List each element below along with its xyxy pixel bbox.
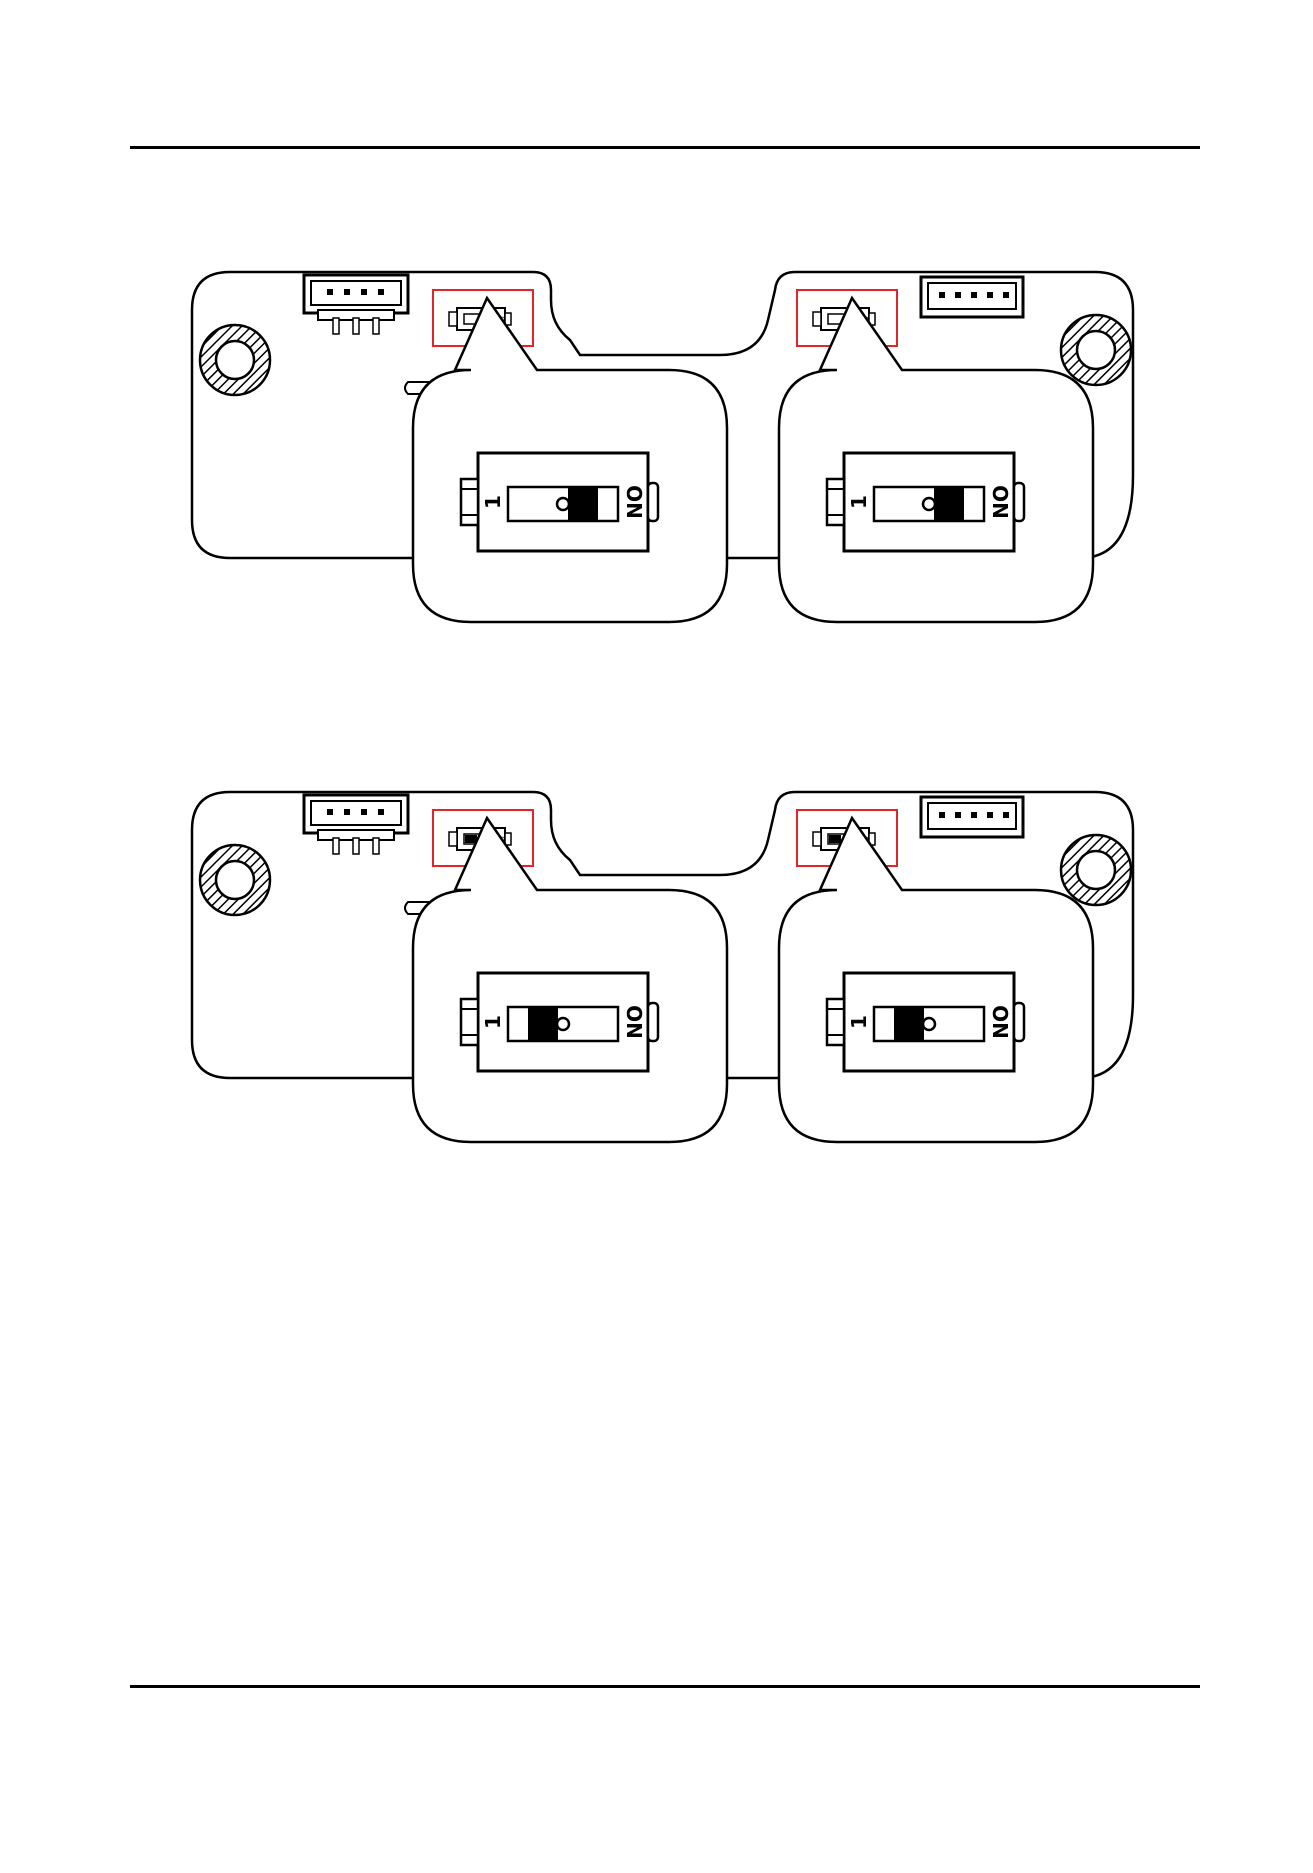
connector-pin-dot: [361, 289, 367, 295]
connector-pin-dot: [378, 809, 384, 815]
connector-pin-dot: [344, 809, 350, 815]
connector-leg: [373, 838, 379, 854]
mounting-hole: [1077, 331, 1115, 369]
switch-right-tab: [1014, 1003, 1024, 1041]
connector-right: [921, 277, 1023, 317]
switch-left-tab: [827, 479, 844, 525]
connector-leg: [353, 838, 359, 854]
connector-pin-dot: [971, 812, 977, 818]
connector-leg: [373, 318, 379, 334]
switch-knob: [934, 487, 964, 521]
switch-knob-dot: [923, 1018, 935, 1030]
switch-knob-dot: [557, 1018, 569, 1030]
header-rule: [130, 146, 1200, 149]
connector-leg: [353, 318, 359, 334]
mounting-hole: [216, 861, 254, 899]
mounting-hole: [1077, 851, 1115, 889]
diagram-svg: ONON1ON1ON: [0, 780, 1313, 1180]
connector-pin-dot: [939, 292, 945, 298]
footer-rule: [130, 1685, 1200, 1688]
connector-pin-dot: [987, 292, 993, 298]
small-switch-tab-left: [813, 312, 821, 326]
connector-pin-dot: [939, 812, 945, 818]
connector-pin-dot: [955, 292, 961, 298]
switch-knob-dot: [557, 498, 569, 510]
connector-pin-dot: [327, 809, 333, 815]
connector-pin-dot: [1003, 292, 1009, 298]
switch-knob-dot: [923, 498, 935, 510]
switch-right-tab: [1014, 483, 1024, 521]
connector-leg: [333, 838, 339, 854]
switch-knob: [894, 1007, 924, 1041]
switch-label-1: 1: [847, 495, 871, 509]
switch-knob: [528, 1007, 558, 1041]
small-switch-knob: [829, 835, 841, 843]
connector-pin-dot: [344, 289, 350, 295]
connector-pin-dot: [987, 812, 993, 818]
switch-label-on: ON: [622, 485, 646, 519]
connector-pin-dot: [327, 289, 333, 295]
connector-pin-dot: [378, 289, 384, 295]
switch-knob: [568, 487, 598, 521]
connector-inner: [311, 281, 401, 305]
diagram-svg: ONON1ON1ON: [0, 260, 1313, 660]
mounting-hole: [216, 341, 254, 379]
switch-label-on: ON: [988, 1005, 1012, 1039]
switch-left-tab: [461, 479, 478, 525]
switch-left-tab: [827, 999, 844, 1045]
dip-switch-diagram-1: ONON1ON1ON: [0, 780, 1313, 1180]
small-switch-tab-left: [813, 832, 821, 846]
switch-label-1: 1: [481, 1015, 505, 1029]
connector-pin-dot: [971, 292, 977, 298]
switch-left-tab: [461, 999, 478, 1045]
connector-pin-dot: [1003, 812, 1009, 818]
connector-pin-dot: [361, 809, 367, 815]
connector-leg: [333, 318, 339, 334]
small-switch-tab-left: [449, 832, 457, 846]
switch-label-1: 1: [481, 495, 505, 509]
small-switch-tab-left: [449, 312, 457, 326]
switch-label-on: ON: [988, 485, 1012, 519]
connector-right: [921, 797, 1023, 837]
switch-right-tab: [648, 483, 658, 521]
switch-right-tab: [648, 1003, 658, 1041]
switch-label-1: 1: [847, 1015, 871, 1029]
connector-inner: [311, 801, 401, 825]
connector-pin-dot: [955, 812, 961, 818]
dip-switch-diagram-on: ONON1ON1ON: [0, 260, 1313, 660]
switch-label-on: ON: [622, 1005, 646, 1039]
